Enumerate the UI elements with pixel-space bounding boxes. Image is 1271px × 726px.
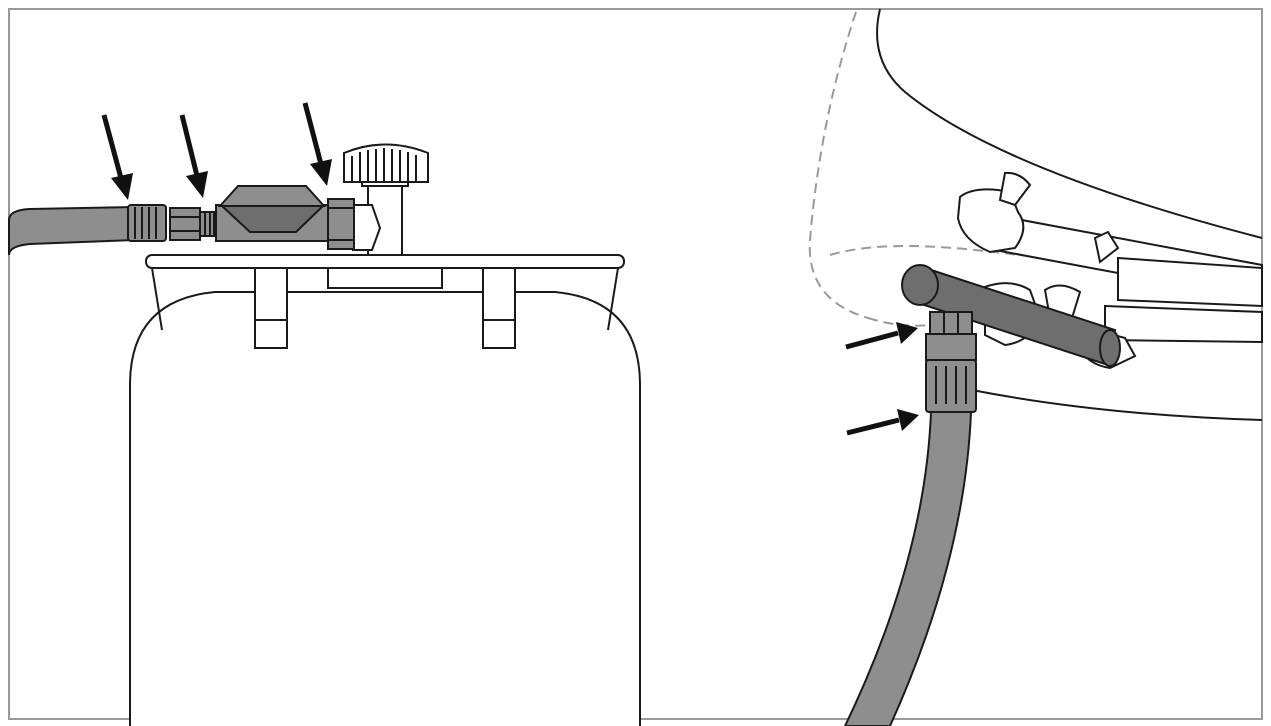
appliance-pipe-upper [994, 213, 1263, 308]
hose-nut-right [925, 359, 977, 413]
cylinder-collar [145, 254, 625, 349]
appliance-pipe-lower [1104, 304, 1263, 344]
appliance-gas-inlet-pipe [901, 264, 1121, 367]
gas-hose-left [8, 205, 135, 256]
appliance-body [876, 8, 1263, 239]
hidden-outline [808, 11, 869, 319]
arrow-adapter [179, 114, 208, 198]
arrow-hose-nut [101, 114, 133, 200]
cylinder-valve [343, 143, 429, 256]
elbow-fitting [925, 311, 977, 361]
arrow-elbow-fitting [845, 322, 918, 350]
hose-nut [127, 204, 167, 242]
right-panel [808, 8, 1263, 726]
arrow-hose-nut-right [846, 409, 919, 436]
threaded-adapter [169, 207, 219, 241]
pipe-clamp-upper [956, 171, 1120, 264]
left-panel [8, 102, 641, 726]
gas-hose-right [843, 411, 973, 726]
gas-cylinder [129, 291, 641, 726]
pressure-regulator [215, 185, 355, 250]
arrow-regulator-inlet [302, 102, 332, 186]
